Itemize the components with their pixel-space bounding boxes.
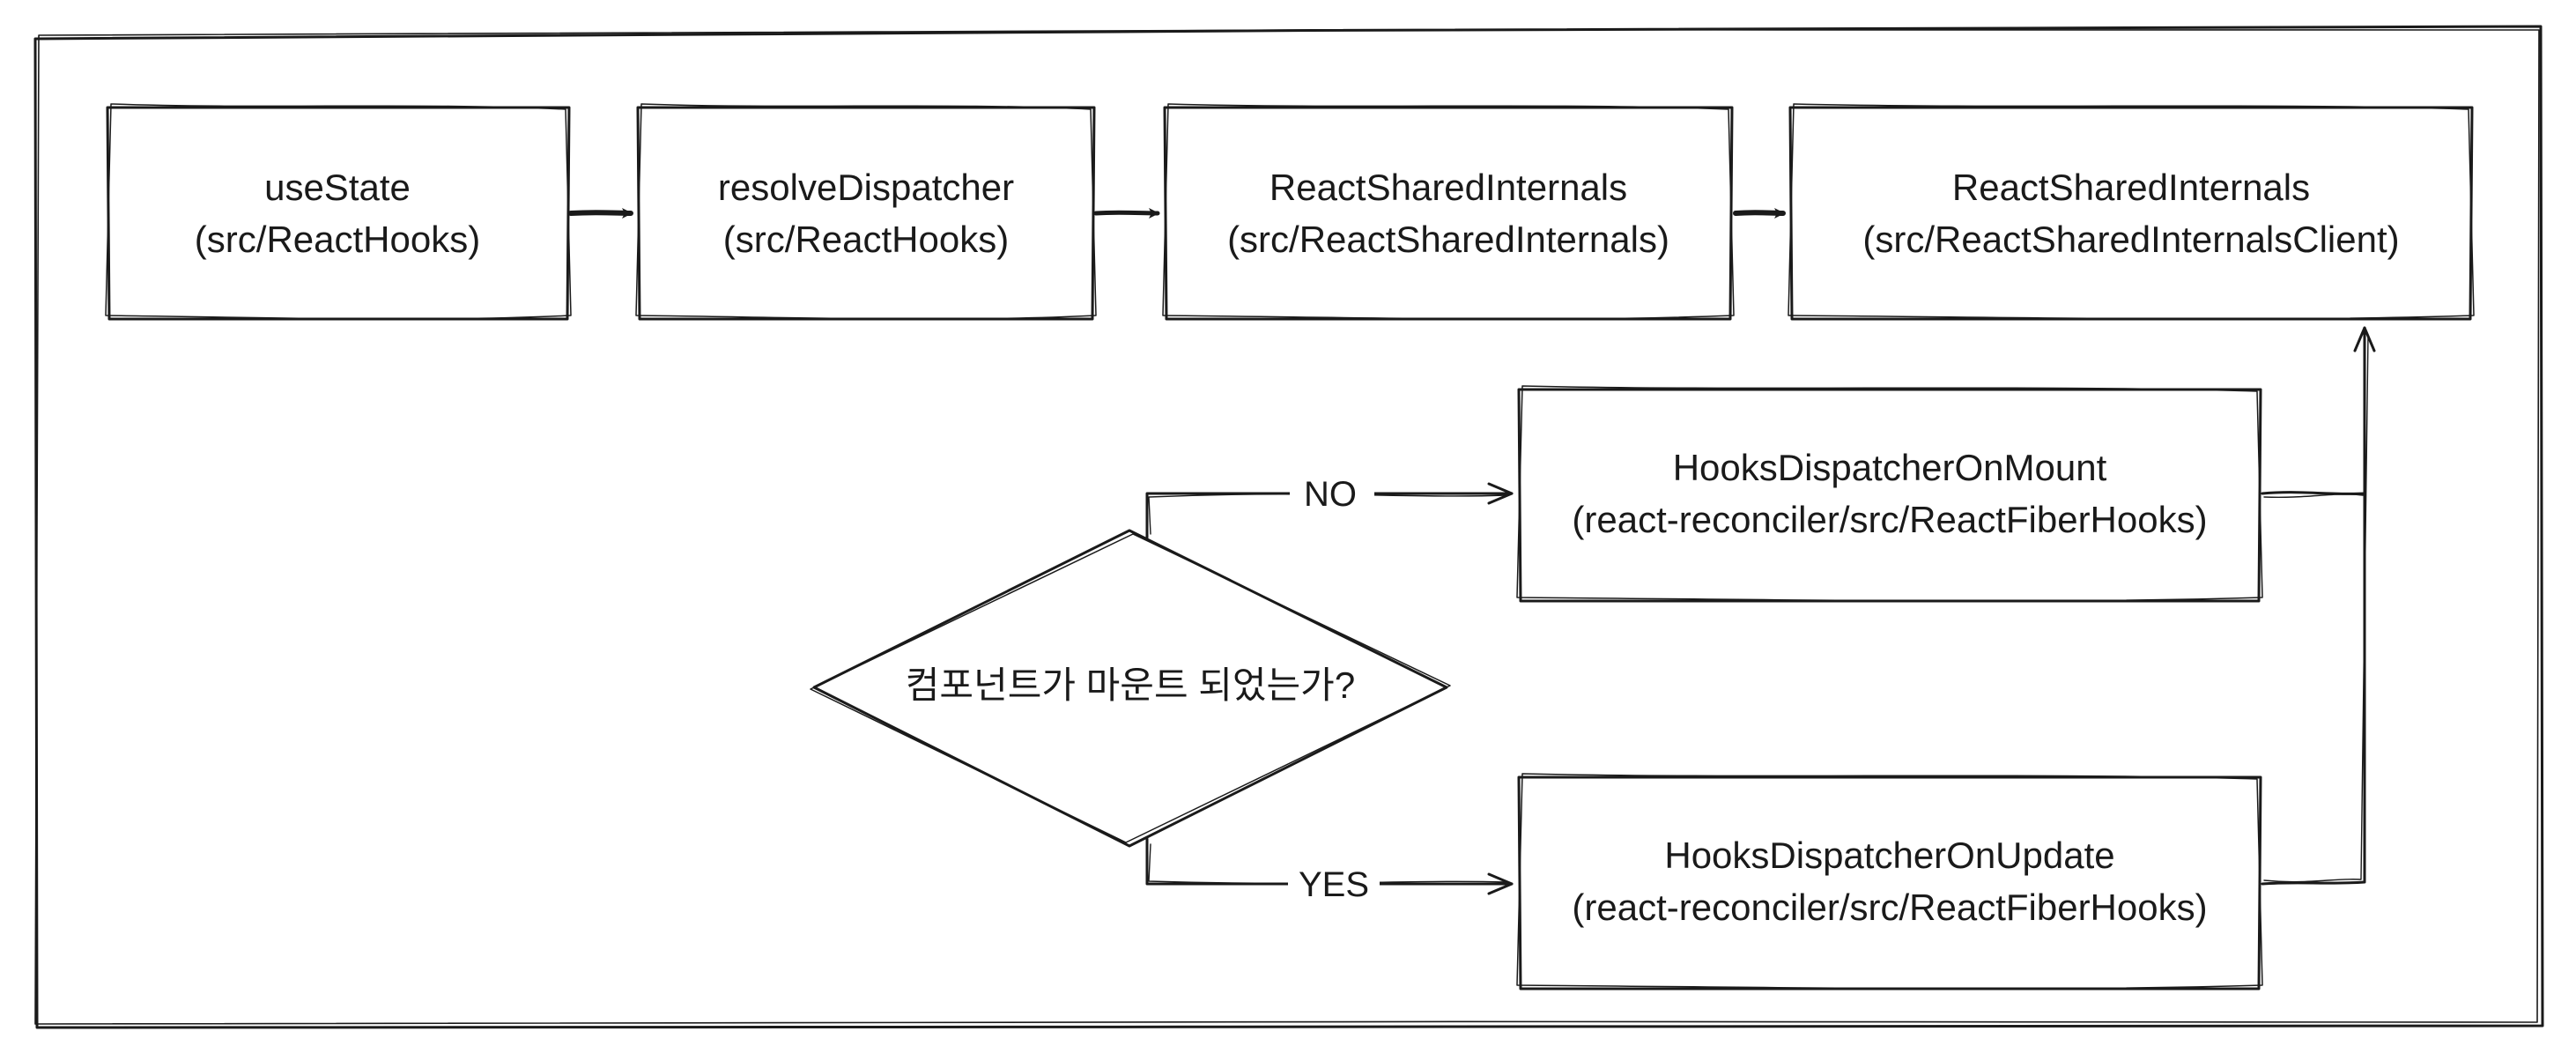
node-hooks-dispatcher-on-update-title: HooksDispatcherOnUpdate (1664, 835, 2114, 876)
node-react-shared-internals-title: ReactSharedInternals (1269, 167, 1627, 208)
node-react-shared-internals: ReactSharedInternals (src/ReactSharedInt… (1162, 103, 1735, 321)
edge-label-yes: YES (1299, 865, 1369, 904)
node-use-state: useState (src/ReactHooks) (105, 103, 572, 321)
node-use-state-path: (src/ReactHooks) (195, 219, 480, 260)
decision-diamond: 컴포넌트가 마운트 되었는가? (810, 529, 1451, 848)
node-resolve-dispatcher: resolveDispatcher (src/ReactHooks) (635, 103, 1097, 321)
node-react-shared-internals-client-title: ReactSharedInternals (1952, 167, 2310, 208)
connector-use-state-to-resolve (568, 207, 633, 219)
decision-question: 컴포넌트가 마운트 되었는가? (906, 664, 1355, 706)
node-use-state-title: useState (264, 167, 411, 208)
connector-yes-branch: YES (1145, 837, 1514, 907)
connector-update-to-client (2261, 326, 2376, 886)
node-react-shared-internals-client-path: (src/ReactSharedInternalsClient) (1862, 219, 2399, 260)
node-hooks-dispatcher-on-mount: HooksDispatcherOnMount (react-reconciler… (1516, 385, 2263, 603)
connector-mount-to-client (2261, 491, 2366, 499)
node-hooks-dispatcher-on-update-path: (react-reconciler/src/ReactFiberHooks) (1572, 887, 2207, 928)
node-react-shared-internals-client: ReactSharedInternals (src/ReactSharedInt… (1788, 103, 2475, 321)
connector-resolve-to-shared (1093, 207, 1160, 219)
edge-label-no: NO (1304, 475, 1357, 514)
node-resolve-dispatcher-title: resolveDispatcher (718, 167, 1014, 208)
node-hooks-dispatcher-on-mount-title: HooksDispatcherOnMount (1673, 447, 2107, 488)
connector-shared-to-client (1733, 207, 1786, 219)
connector-no-branch: NO (1145, 471, 1514, 539)
node-react-shared-internals-path: (src/ReactSharedInternals) (1227, 219, 1669, 260)
node-resolve-dispatcher-path: (src/ReactHooks) (723, 219, 1009, 260)
node-hooks-dispatcher-on-mount-path: (react-reconciler/src/ReactFiberHooks) (1572, 499, 2207, 540)
node-hooks-dispatcher-on-update: HooksDispatcherOnUpdate (react-reconcile… (1516, 773, 2263, 991)
